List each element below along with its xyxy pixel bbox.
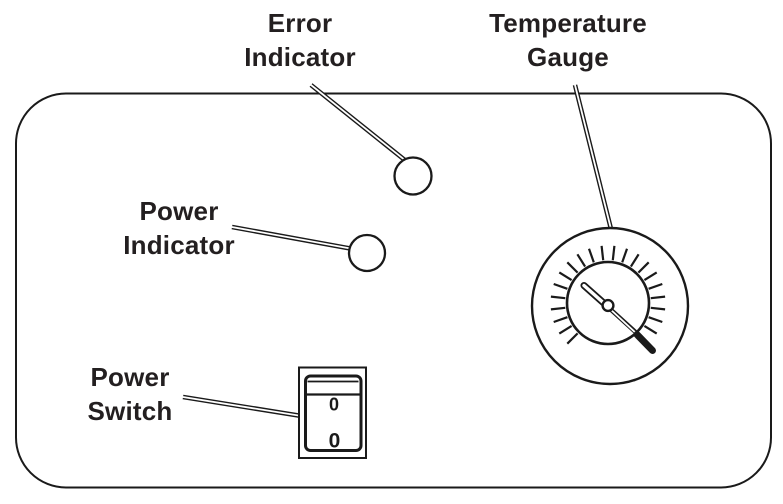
gauge-tick xyxy=(600,245,605,261)
error-indicator-lamp xyxy=(393,156,433,196)
gauge-tick xyxy=(576,253,587,268)
gauge-tick xyxy=(553,316,568,324)
gauge-tick xyxy=(637,261,650,274)
gauge-tick xyxy=(643,271,658,282)
gauge-tick xyxy=(558,271,573,282)
label-line: Power xyxy=(90,362,170,392)
power-indicator-label: Power Indicator xyxy=(69,194,289,262)
gauge-tick xyxy=(650,306,666,311)
power-switch-label: Power Switch xyxy=(20,360,240,428)
gauge-tick xyxy=(648,282,663,290)
gauge-tick xyxy=(553,282,568,290)
label-line: Indicator xyxy=(244,42,356,72)
power-switch-leader-line xyxy=(181,394,316,421)
gauge-tick xyxy=(566,261,579,274)
temperature-gauge xyxy=(530,226,690,386)
gauge-tick xyxy=(566,332,579,345)
gauge-tick xyxy=(611,245,616,261)
error-indicator-label: Error Indicator xyxy=(190,6,410,74)
panel-outline xyxy=(15,92,772,489)
label-line: Temperature xyxy=(489,8,647,38)
label-line: Switch xyxy=(87,396,173,426)
gauge-tick xyxy=(558,324,573,335)
error-indicator-leader-line xyxy=(309,83,408,163)
temperature-gauge-leader-line xyxy=(572,83,614,231)
temperature-gauge-label: Temperature Gauge xyxy=(458,6,678,74)
power-indicator-lamp xyxy=(347,233,387,273)
gauge-tick xyxy=(621,248,629,263)
gauge-tick xyxy=(587,248,595,263)
label-line: Error xyxy=(267,8,333,38)
gauge-tick xyxy=(550,295,566,300)
gauge-needle-pivot xyxy=(601,298,615,313)
gauge-tick xyxy=(650,295,666,300)
gauge-tick xyxy=(643,324,658,335)
switch-marking-bottom: 0 xyxy=(329,430,341,453)
gauge-tick xyxy=(550,306,566,311)
gauge-tick xyxy=(629,253,640,268)
label-line: Power xyxy=(139,196,219,226)
gauge-tick xyxy=(648,316,663,324)
label-line: Gauge xyxy=(527,42,609,72)
label-line: Indicator xyxy=(123,230,235,260)
switch-marking-top: 0 xyxy=(329,395,339,415)
power-indicator-leader-line xyxy=(230,224,355,252)
power-switch: 0 0 xyxy=(298,366,367,459)
